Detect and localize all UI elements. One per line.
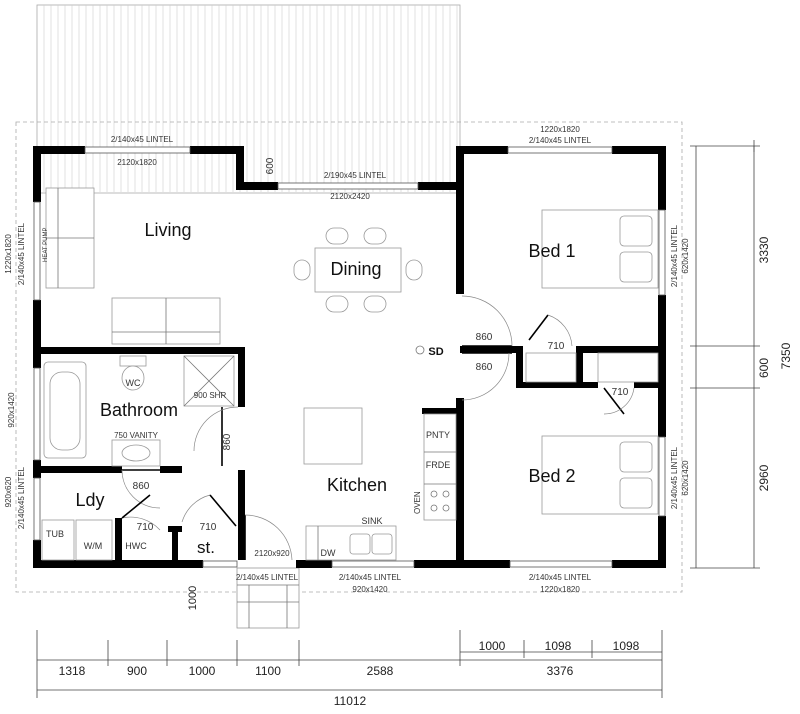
label-hwc: HWC xyxy=(125,541,147,551)
label-door-store: 710 xyxy=(200,522,217,533)
label-dishwasher: DW xyxy=(321,548,336,558)
dim-bottom-seg-1: 1318 xyxy=(59,664,86,678)
label-door-bed2: 860 xyxy=(476,362,493,373)
label-bottom-entry-window: 2120x920 xyxy=(254,549,290,558)
label-tub: TUB xyxy=(46,529,64,539)
room-bed1: Bed 1 xyxy=(528,241,575,261)
room-store: st. xyxy=(197,538,215,557)
label-bottom-left-lintel: 2/140x45 LINTEL xyxy=(236,573,299,582)
label-bottom-mid-window: 920x1420 xyxy=(352,585,388,594)
dim-bottom-right-seg-2: 1098 xyxy=(545,639,572,653)
label-top-right-lintel: 2/140x45 LINTEL xyxy=(529,136,592,145)
dim-bottom-seg-5: 2588 xyxy=(367,664,394,678)
label-bottom-right-window: 1220x1820 xyxy=(540,585,580,594)
doors xyxy=(121,295,635,561)
label-step-600: 600 xyxy=(265,157,276,174)
eave-outline xyxy=(15,121,683,593)
dim-bottom-seg-3: 1000 xyxy=(189,664,216,678)
label-top-mid-window: 2120x2420 xyxy=(330,192,370,201)
label-vanity: 750 VANITY xyxy=(114,431,159,440)
room-living: Living xyxy=(144,220,191,240)
label-top-right-window: 1220x1820 xyxy=(540,125,580,134)
label-left-living-lintel: 2/140x45 LINTEL xyxy=(17,222,26,285)
dim-bottom-total: 11012 xyxy=(334,694,367,708)
label-top-left-lintel: 2/140x45 LINTEL xyxy=(111,135,174,144)
label-bottom-right-lintel: 2/140x45 LINTEL xyxy=(529,573,592,582)
label-wc: WC xyxy=(126,378,141,388)
label-smoke-detector: SD xyxy=(428,346,443,358)
room-laundry: Ldy xyxy=(75,490,104,510)
walls xyxy=(33,146,666,568)
dimension-lines xyxy=(36,140,760,698)
label-washing-machine: W/M xyxy=(84,541,103,551)
label-left-ldy-window: 920x620 xyxy=(4,476,13,507)
deck xyxy=(36,4,461,194)
label-fridge: FRDE xyxy=(426,460,451,470)
label-shower: 900 SHR xyxy=(194,391,227,400)
label-door-bed1: 860 xyxy=(476,332,493,343)
label-heat-pump: HEAT PUMP xyxy=(43,228,49,262)
label-left-living-window: 1220x1820 xyxy=(4,234,13,274)
label-right-bed1-window: 620x1420 xyxy=(681,238,690,274)
label-right-bed2-lintel: 2/140x45 LINTEL xyxy=(670,446,679,509)
label-door-bath: 860 xyxy=(222,433,233,450)
label-top-left-window: 2120x1820 xyxy=(117,158,157,167)
entry-steps xyxy=(236,567,300,629)
dim-bottom-seg-4: 1100 xyxy=(255,664,281,678)
label-left-bath-window: 920x1420 xyxy=(7,392,16,428)
room-bed2: Bed 2 xyxy=(528,466,575,486)
dim-right-bottom: 2960 xyxy=(757,464,771,491)
label-sink: SINK xyxy=(361,516,382,526)
room-kitchen: Kitchen xyxy=(327,475,387,495)
label-oven: OVEN xyxy=(413,491,422,514)
label-pantry: PNTY xyxy=(426,430,450,440)
dim-right-total: 7350 xyxy=(779,342,793,369)
dim-bottom-seg-2: 900 xyxy=(127,664,147,678)
label-right-bed1-lintel: 2/140x45 LINTEL xyxy=(670,224,679,287)
dim-bottom-right-seg-1: 1000 xyxy=(479,639,506,653)
label-door-hwc: 710 xyxy=(137,522,154,533)
label-bottom-mid-lintel: 2/140x45 LINTEL xyxy=(339,573,402,582)
label-door-bed1-wardrobe: 710 xyxy=(548,341,565,352)
label-left-ldy-lintel: 2/140x45 LINTEL xyxy=(17,466,26,529)
label-top-mid-lintel: 2/190x45 LINTEL xyxy=(324,171,387,180)
label-right-bed2-window: 620x1420 xyxy=(681,460,690,496)
dim-right-top: 3330 xyxy=(757,236,771,263)
room-bathroom: Bathroom xyxy=(100,400,178,420)
label-door-bed2-wardrobe: 710 xyxy=(612,387,629,398)
dim-bottom-right-total: 3376 xyxy=(547,664,574,678)
dim-bottom-right-seg-3: 1098 xyxy=(613,639,640,653)
dim-right-mid: 600 xyxy=(757,358,771,378)
room-dining: Dining xyxy=(330,259,381,279)
label-entry-landing: 1000 xyxy=(187,586,199,610)
furniture xyxy=(41,187,659,561)
label-door-ldy: 860 xyxy=(133,481,150,492)
windows xyxy=(33,146,666,568)
